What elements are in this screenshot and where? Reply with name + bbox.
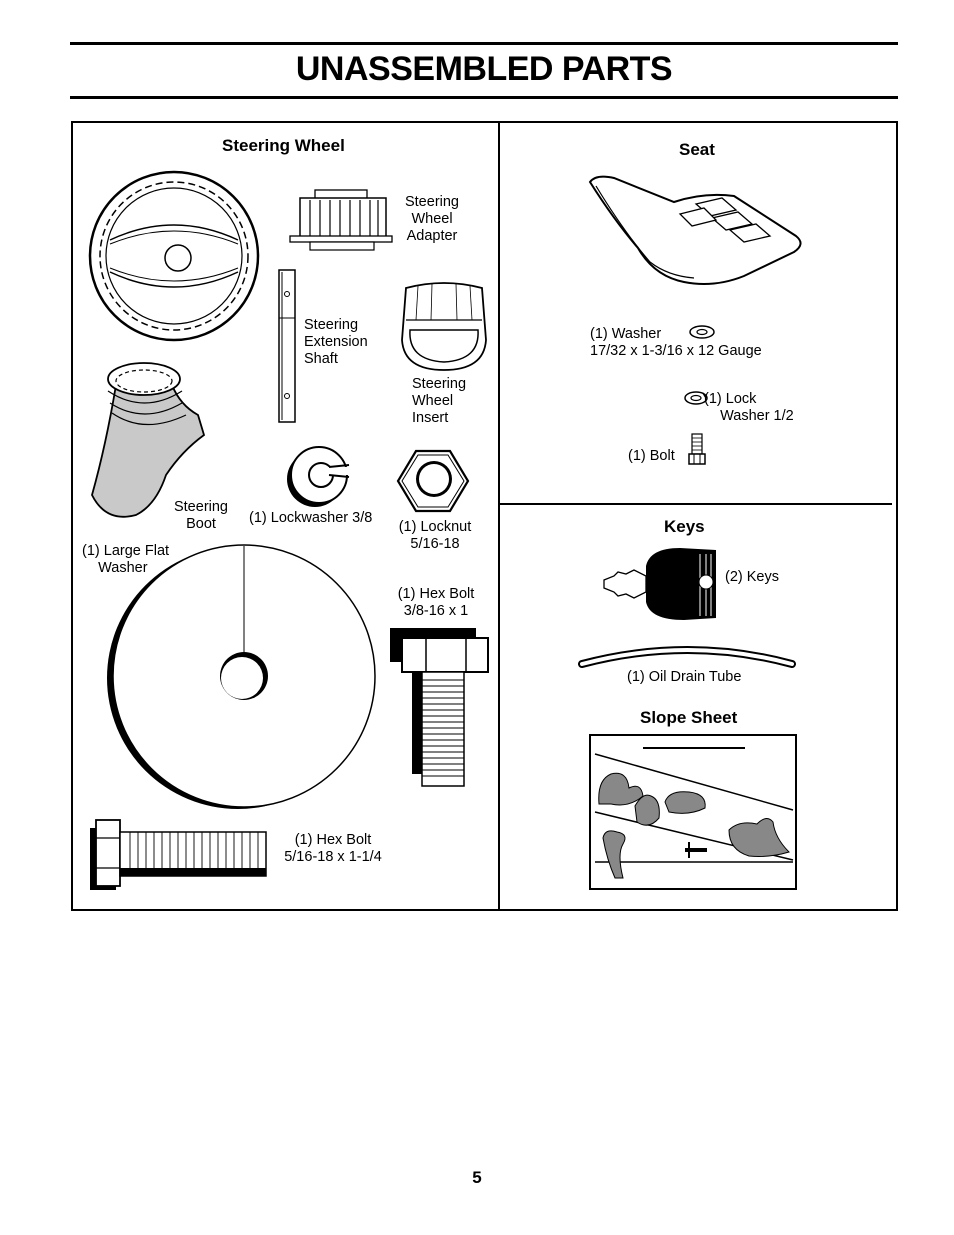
hex-bolt-large-label: (1) Hex Bolt 3/8-16 x 1 [397, 586, 475, 619]
lock-washer-icon [684, 391, 708, 405]
locknut-label: (1) Locknut 5/16-18 [398, 519, 472, 552]
bolt-icon [688, 433, 706, 465]
washer-label: (1) Washer 17/32 x 1-3/16 x 12 Gauge [590, 326, 762, 359]
page-title: UNASSEMBLED PARTS [295, 50, 673, 88]
lockwasher-icon [287, 446, 353, 507]
oil-drain-tube-label: (1) Oil Drain Tube [627, 669, 742, 685]
keys-heading: Keys [664, 517, 705, 536]
extension-shaft-label: Steering Extension Shaft [304, 317, 368, 367]
lock-washer-label: (1) Lock Washer 1/2 [704, 391, 794, 424]
parts-frame [71, 121, 898, 911]
locknut-icon [396, 449, 470, 513]
hex-bolt-small-icon [90, 819, 267, 890]
seat-heading: Seat [679, 140, 715, 159]
steering-wheel-adapter-icon [289, 189, 393, 251]
page-number: 5 [472, 1168, 482, 1187]
panel-divider-vertical [498, 121, 500, 911]
washer-icon [689, 325, 715, 339]
lockwasher-label: (1) Lockwasher 3/8 [249, 510, 373, 526]
hex-bolt-icon [390, 628, 489, 787]
steering-boot-icon [91, 362, 206, 518]
panel-divider-horizontal [498, 503, 892, 505]
boot-label: Steering Boot [173, 499, 228, 532]
large-flat-washer-label: (1) Large Flat Washer [82, 543, 170, 576]
key-icon [603, 548, 716, 620]
steering-wheel-heading: Steering Wheel [222, 136, 345, 155]
slope-sheet-icon [589, 734, 797, 890]
steering-wheel-icon [88, 170, 260, 342]
seat-icon [588, 175, 802, 285]
hex-bolt-small-label: (1) Hex Bolt 5/16-18 x 1-1/4 [284, 832, 382, 865]
insert-label: Steering Wheel Insert [412, 376, 467, 426]
large-flat-washer-icon [107, 544, 376, 809]
title-underline [70, 96, 898, 99]
oil-drain-tube-icon [578, 646, 796, 668]
adapter-label: Steering Wheel Adapter [404, 194, 459, 244]
top-rule [70, 42, 898, 45]
steering-wheel-insert-icon [401, 282, 487, 371]
bolt-label: (1) Bolt [628, 448, 675, 464]
extension-shaft-icon [278, 269, 296, 423]
slope-sheet-heading: Slope Sheet [640, 708, 738, 727]
keys-label: (2) Keys [725, 569, 779, 585]
